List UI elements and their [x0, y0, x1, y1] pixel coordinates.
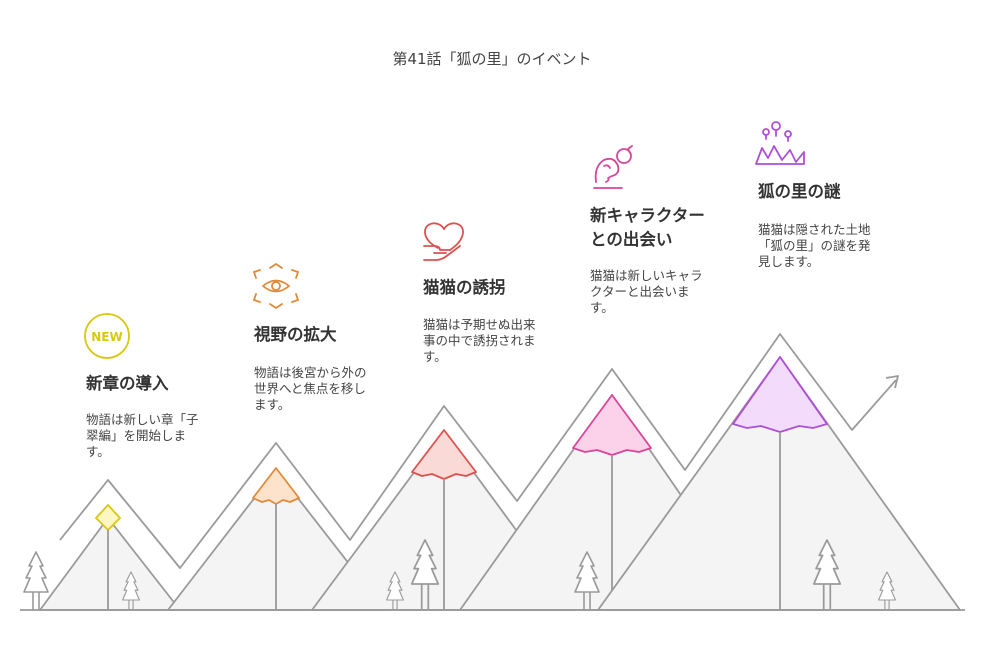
stage-desc-expanded-view: 物語は後宮から外の 世界へと焦点を移し ます。 [254, 365, 367, 412]
tree-icon [23, 551, 49, 610]
mountain-1 [39, 517, 181, 611]
stage-desc-fox-village-mystery: 猫猫は隠された土地 「狐の里」の謎を発 見します。 [758, 222, 871, 269]
tree-icon [878, 571, 896, 610]
peak-cap-1 [95, 504, 121, 531]
stage-title-expanded-view: 視野の拡大 [254, 325, 337, 344]
mountains [39, 356, 961, 611]
stage-title-new-characters: 新キャラクター との出会い [590, 206, 705, 249]
tree-icon [812, 539, 842, 610]
peak-caps [95, 356, 828, 531]
tree-icon [386, 571, 404, 610]
stage-desc-new-characters: 猫猫は新しいキャラ クターと出会いま す。 [590, 268, 703, 315]
poles [107, 432, 781, 610]
trees [23, 539, 896, 610]
page-title: 第41話「狐の里」のイベント [392, 50, 592, 68]
stage-title-kidnapping: 猫猫の誘拐 [423, 278, 506, 297]
peak-cap-2 [252, 467, 300, 505]
tree-icon [410, 539, 440, 610]
peak-cap-5 [732, 356, 828, 433]
location-mountains-icon [755, 121, 805, 165]
new-badge-label: NEW [91, 330, 122, 344]
stage-desc-kidnapping: 猫猫は予期せぬ出来 事の中で誘拐されま す。 [423, 317, 536, 364]
stage-desc-new-chapter: 物語は新しい章「子 翠編」を開始しま す。 [86, 412, 199, 459]
eye-expand-icon [253, 263, 299, 309]
new-badge-icon: NEW [84, 313, 130, 359]
peak-cap-4 [572, 394, 652, 456]
stage-title-fox-village-mystery: 狐の里の謎 [758, 182, 841, 201]
stage-title-new-chapter: 新章の導入 [86, 374, 169, 393]
progress-outline [59, 333, 897, 569]
tree-icon [574, 551, 600, 610]
progress-arrowhead [885, 375, 899, 389]
tree-icon [122, 571, 140, 610]
heart-hand-icon [423, 222, 464, 261]
person-refresh-icon [593, 145, 633, 189]
